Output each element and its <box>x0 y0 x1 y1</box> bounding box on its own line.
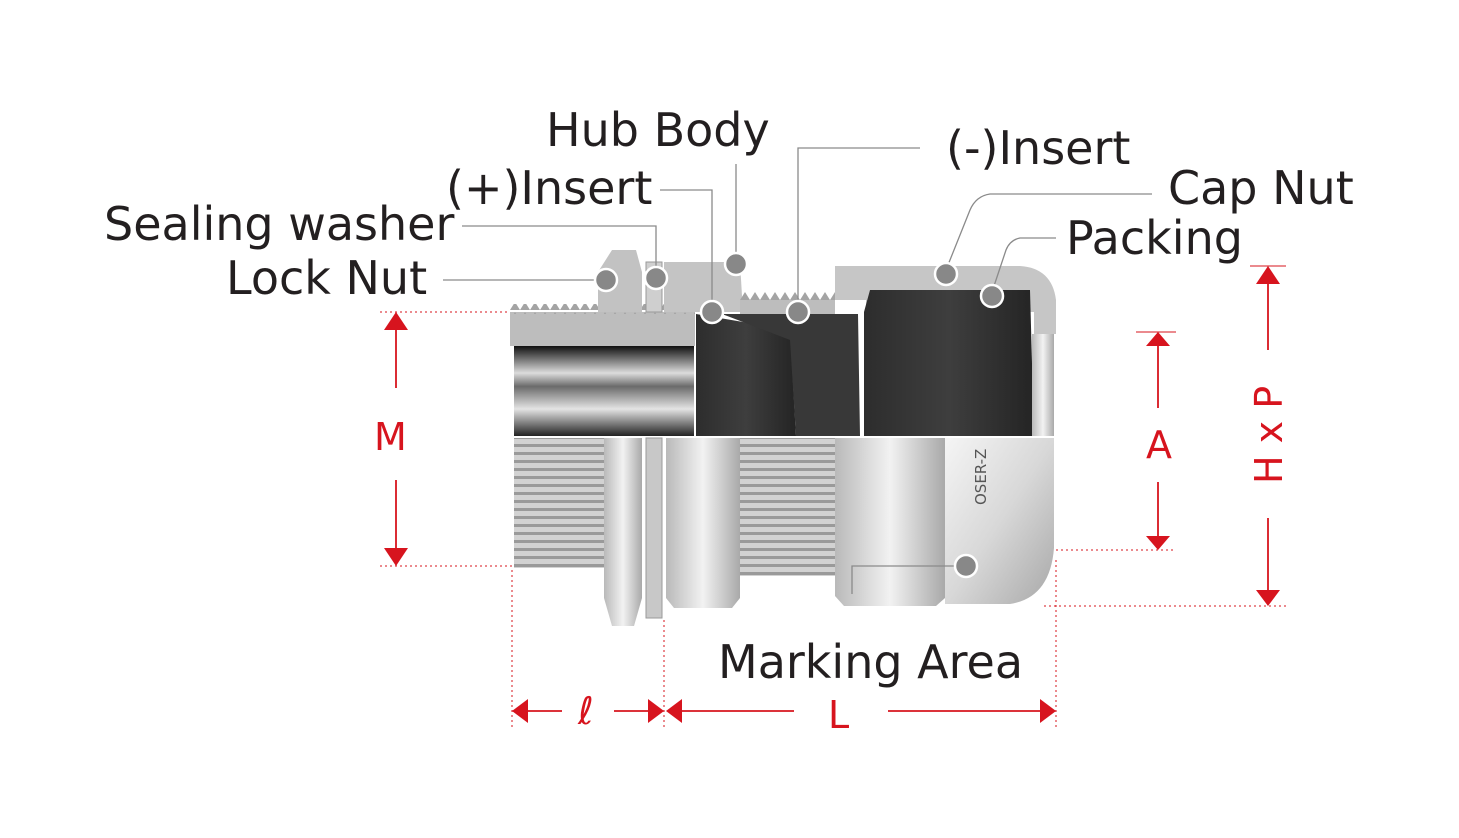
dim-lbig-arrow-right <box>1040 699 1056 723</box>
hub-body-dot <box>723 251 749 277</box>
marking-area-leader <box>851 565 966 594</box>
minus-insert-section <box>722 314 860 436</box>
cap-nut-hex-exterior <box>835 438 945 606</box>
packing-leader <box>991 237 1056 293</box>
dim-lsmall-label: ℓ <box>577 689 594 733</box>
leader-lines <box>443 147 1152 594</box>
marking-area-dot <box>953 553 979 579</box>
hub-body-thread-exterior <box>740 438 835 576</box>
dim-hxp-label: H x P <box>1247 386 1291 484</box>
lock-nut-exterior <box>604 438 642 626</box>
label-hub-body: Hub Body <box>546 103 770 157</box>
hub-body-hex-section <box>664 262 742 312</box>
cap-nut-dome-exterior <box>945 438 1054 604</box>
dimension-labels: M A H x P ℓ L <box>374 386 1291 737</box>
product-marking: OSER-Z <box>972 449 990 505</box>
dim-m-label: M <box>374 415 407 459</box>
minus-insert-dot <box>785 299 811 325</box>
dim-lsmall-arrow-right <box>648 699 664 723</box>
lock-nut-dot <box>593 267 619 293</box>
lock-nut-section <box>598 250 642 312</box>
plus-insert-leader <box>660 189 713 312</box>
plus-insert-dot <box>699 299 725 325</box>
minus-insert-leader <box>797 147 920 312</box>
sealing-washer-leader <box>462 225 657 276</box>
dim-lbig-label: L <box>828 693 849 737</box>
hub-body-thread-teeth <box>740 292 835 302</box>
gland-section-cut <box>510 250 1056 436</box>
entry-thread-exterior <box>514 438 604 568</box>
label-minus-insert: (-)Insert <box>946 121 1130 175</box>
label-plus-insert: (+)Insert <box>446 161 652 215</box>
callout-dots <box>593 251 1005 579</box>
dim-m-arrow-bottom <box>384 548 408 566</box>
dim-lsmall-arrow-left <box>512 699 528 723</box>
packing-dot <box>979 283 1005 309</box>
label-lock-nut: Lock Nut <box>226 251 427 305</box>
dim-a-label: A <box>1146 423 1172 467</box>
cap-nut-end-bore <box>1032 334 1054 436</box>
dim-hxp-arrow-bottom <box>1256 590 1280 606</box>
dim-lbig-arrow-left <box>666 699 682 723</box>
sealing-washer-dot <box>643 265 669 291</box>
dim-m-arrow-top <box>384 312 408 330</box>
dim-a-arrow-top <box>1146 332 1170 346</box>
dimension-lines <box>380 265 1286 728</box>
label-marking-area: Marking Area <box>718 635 1023 689</box>
gland-exterior <box>514 437 1054 626</box>
packing-section <box>864 290 1034 436</box>
entry-bore <box>514 346 694 436</box>
plus-insert-section <box>696 314 796 436</box>
hub-body-exterior <box>666 438 740 608</box>
label-sealing-washer: Sealing washer <box>104 197 454 251</box>
cap-nut-dot <box>933 261 959 287</box>
label-cap-nut: Cap Nut <box>1168 161 1354 215</box>
dim-hxp-arrow-top <box>1256 266 1280 284</box>
label-packing: Packing <box>1066 211 1243 265</box>
cap-nut-leader <box>945 193 1152 271</box>
dim-a-arrow-bottom <box>1146 536 1170 550</box>
sealing-washer-exterior <box>645 437 663 619</box>
entry-thread-wall <box>510 312 695 346</box>
